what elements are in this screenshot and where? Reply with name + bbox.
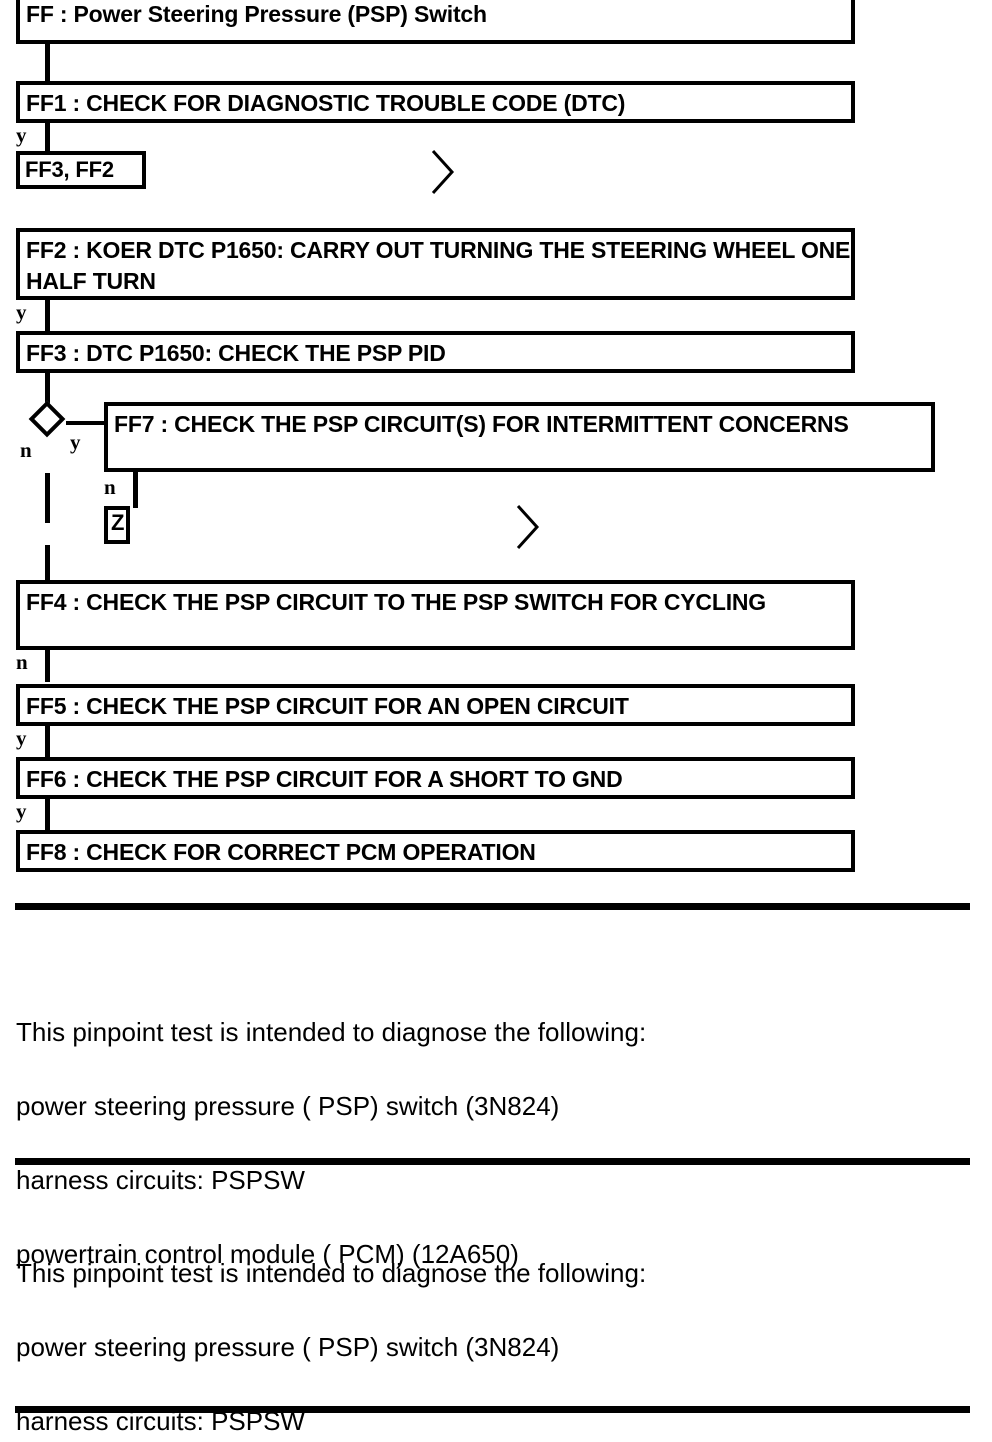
- node-ff8[interactable]: FF8 : CHECK FOR CORRECT PCM OPERATION: [16, 830, 855, 872]
- branch-label-decision-yes: y: [70, 430, 81, 454]
- connector-decision-to-ff7: [66, 421, 108, 425]
- node-ff4[interactable]: FF4 : CHECK THE PSP CIRCUIT TO THE PSP S…: [16, 580, 855, 650]
- chevron-right-icon-1: [430, 148, 456, 195]
- connector-ff1-to-ff3ff2: [45, 122, 50, 154]
- node-ff2[interactable]: FF2 : KOER DTC P1650: CARRY OUT TURNING …: [16, 228, 855, 300]
- connector-ff5-to-ff6: [45, 725, 50, 757]
- note-2-line-2: power steering pressure ( PSP) switch (3…: [16, 1332, 560, 1362]
- branch-label-ff2-yes: y: [16, 300, 27, 324]
- connector-decision-no-segment-1: [45, 473, 50, 523]
- branch-label-ff6-yes: y: [16, 799, 27, 823]
- branch-label-ff7-no: n: [104, 475, 116, 499]
- section-divider-3: [15, 1406, 970, 1413]
- connector-ff3-to-decision: [45, 372, 50, 406]
- note-1-line-3: harness circuits: PSPSW: [16, 1165, 305, 1195]
- connector-ff7-to-z: [133, 471, 138, 508]
- decision-diamond[interactable]: [28, 400, 66, 438]
- branch-label-ff4-no: n: [16, 650, 28, 674]
- node-ff6[interactable]: FF6 : CHECK THE PSP CIRCUIT FOR A SHORT …: [16, 757, 855, 799]
- node-ff5[interactable]: FF5 : CHECK THE PSP CIRCUIT FOR AN OPEN …: [16, 684, 855, 726]
- connector-decision-no-segment-2: [45, 545, 50, 582]
- note-2-line-1: This pinpoint test is intended to diagno…: [16, 1258, 647, 1288]
- node-ff-title[interactable]: FF : Power Steering Pressure (PSP) Switc…: [16, 0, 855, 44]
- node-ff3[interactable]: FF3 : DTC P1650: CHECK THE PSP PID: [16, 331, 855, 373]
- section-divider-1: [15, 903, 970, 910]
- branch-label-ff5-yes: y: [16, 726, 27, 750]
- branch-label-decision-no: n: [20, 438, 32, 462]
- node-ff3-ff2-reference[interactable]: FF3, FF2: [16, 151, 146, 189]
- node-ff1[interactable]: FF1 : CHECK FOR DIAGNOSTIC TROUBLE CODE …: [16, 81, 855, 123]
- node-ff7[interactable]: FF7 : CHECK THE PSP CIRCUIT(S) FOR INTER…: [104, 402, 935, 472]
- note-block-2: This pinpoint test is intended to diagno…: [16, 1218, 646, 1442]
- connector-ff4-to-ff5: [45, 649, 50, 682]
- branch-label-ff1-yes: y: [16, 123, 27, 147]
- note-1-line-1: This pinpoint test is intended to diagno…: [16, 1017, 647, 1047]
- section-divider-2: [15, 1158, 970, 1165]
- note-1-line-4: powertrain control module ( PCM) (12A650…: [16, 1239, 519, 1269]
- chevron-right-icon-2: [515, 503, 541, 550]
- connector-ff2-to-ff3: [45, 299, 50, 333]
- connector-ff-to-ff1: [45, 44, 50, 84]
- note-1-line-2: power steering pressure ( PSP) switch (3…: [16, 1091, 560, 1121]
- connector-ff6-to-ff8: [45, 798, 50, 830]
- node-z-reference[interactable]: Z: [104, 506, 130, 544]
- note-block-1: This pinpoint test is intended to diagno…: [16, 977, 646, 1310]
